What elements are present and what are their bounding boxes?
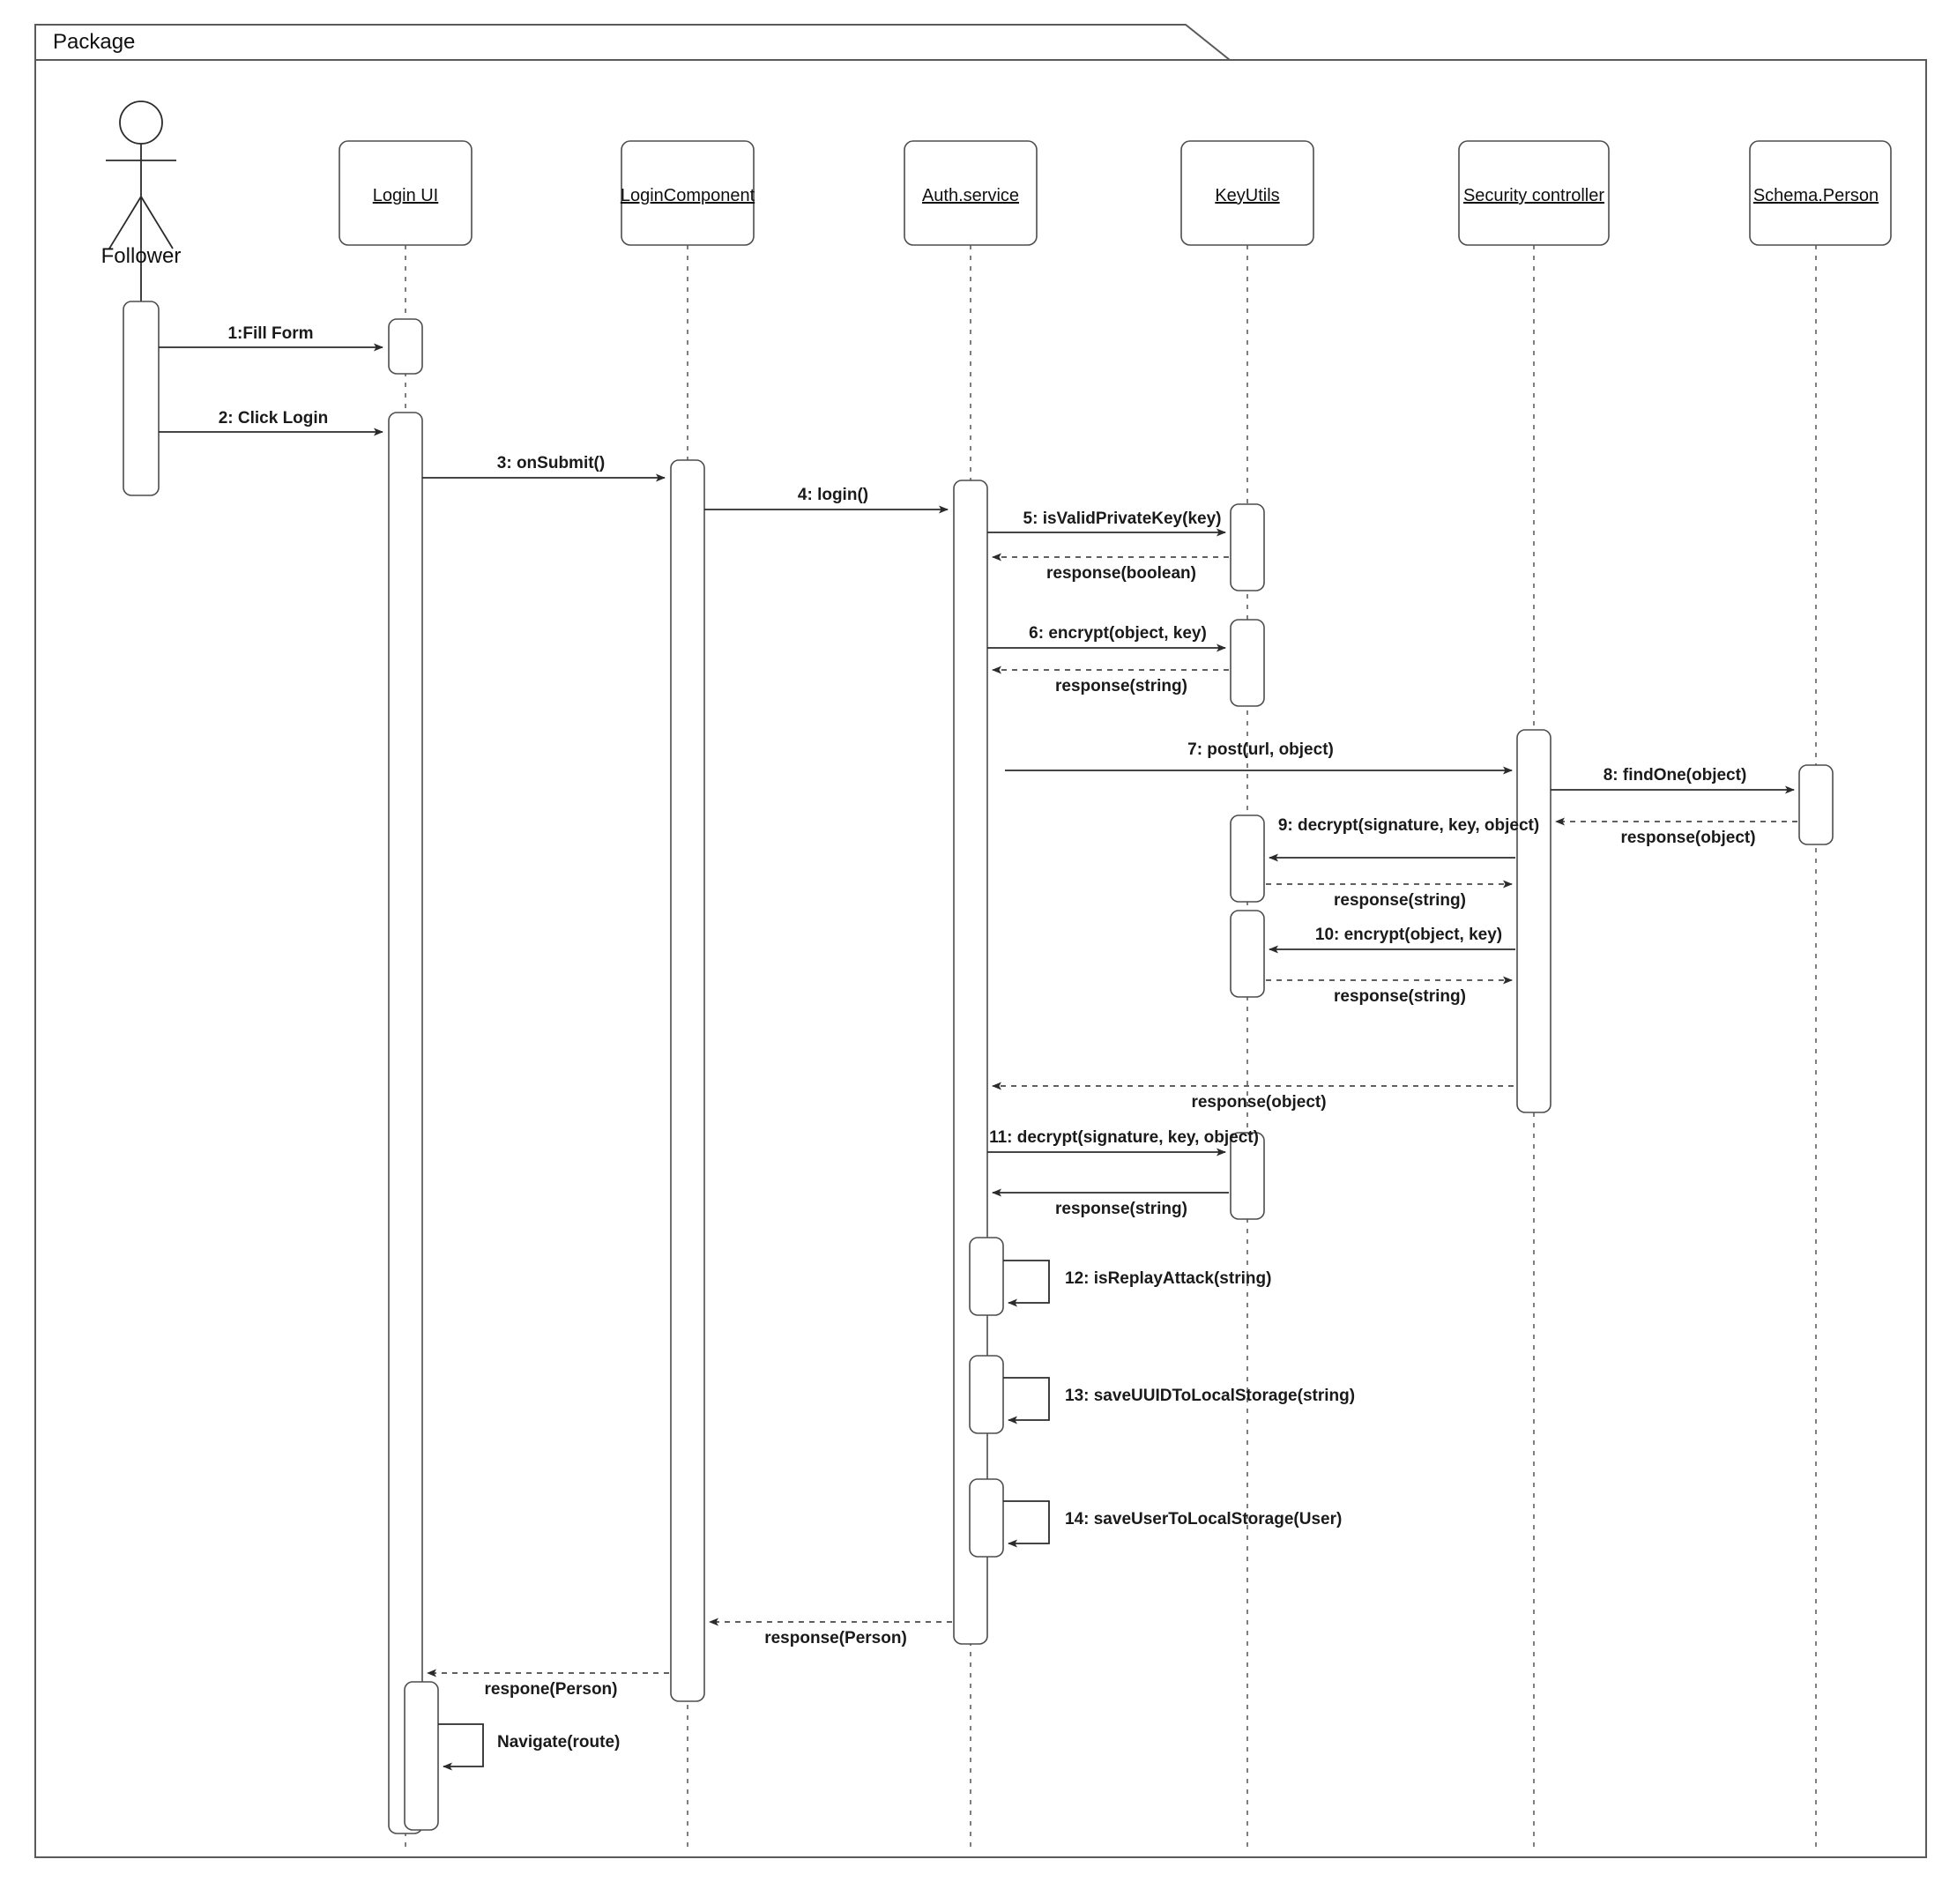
- message-5-isvalidprivatekey: 5: isValidPrivateKey(key): [987, 509, 1226, 537]
- message-7-post: 7: post(url, object): [1005, 740, 1513, 775]
- message-response-object-1: response(object): [1555, 817, 1797, 847]
- message-10-encrypt: 10: encrypt(object, key): [1269, 926, 1515, 954]
- message-label-response-object-2: response(object): [1191, 1093, 1326, 1112]
- message-2-click-login: 2: Click Login: [159, 409, 383, 436]
- activation-schema-person: [1798, 764, 1834, 845]
- activation-login-component: [670, 459, 705, 1702]
- message-6-encrypt: 6: encrypt(object, key): [987, 624, 1226, 652]
- message-label-10: 10: encrypt(object, key): [1315, 926, 1502, 944]
- activation-key-utils-3: [1230, 814, 1265, 903]
- message-label-7: 7: post(url, object): [1187, 740, 1334, 759]
- message-label-response-string-1: response(string): [1055, 677, 1187, 695]
- activation-login-ui-2: [388, 412, 423, 1834]
- lifeline-label-login-ui: Login UI: [373, 186, 439, 205]
- activation-login-ui-navigate: [404, 1681, 439, 1831]
- message-respone-person-2: respone(Person): [427, 1669, 669, 1699]
- message-response-string-4: response(string): [992, 1188, 1229, 1218]
- message-label-13: 13: saveUUIDToLocalStorage(string): [1065, 1387, 1355, 1405]
- message-response-string-2: response(string): [1266, 880, 1513, 910]
- message-label-4: 4: login(): [798, 486, 868, 504]
- message-label-response-string-4: response(string): [1055, 1200, 1187, 1218]
- message-label-14: 14: saveUserToLocalStorage(User): [1065, 1510, 1342, 1528]
- activation-auth-service-self-14: [969, 1478, 1004, 1558]
- activation-security-controller: [1516, 729, 1551, 1113]
- message-label-1: 1:Fill Form: [227, 324, 313, 343]
- lifeline-label-login-component: LoginComponent: [621, 186, 755, 205]
- message-label-response-string-3: response(string): [1334, 987, 1466, 1006]
- message-4-login: 4: login(): [704, 486, 949, 514]
- stick-figure-actor-icon: [106, 100, 176, 249]
- message-label-8: 8: findOne(object): [1604, 766, 1747, 785]
- message-14-saveusertolocalstorage: 14: saveUserToLocalStorage(User): [1003, 1500, 1342, 1548]
- package-frame-label: Package: [53, 30, 135, 54]
- lifeline-label-security-controller: Security controller: [1463, 186, 1604, 205]
- message-response-string-1: response(string): [992, 666, 1229, 695]
- lifeline-schema-person[interactable]: Schema.Person: [1749, 140, 1892, 1847]
- activation-key-utils-4: [1230, 910, 1265, 998]
- activation-follower: [123, 301, 160, 496]
- message-1-fill-form: 1:Fill Form: [159, 324, 383, 352]
- message-11-decrypt: 11: decrypt(signature, key, object): [987, 1128, 1259, 1157]
- message-label-5: 5: isValidPrivateKey(key): [1023, 509, 1222, 528]
- actor-follower[interactable]: [106, 100, 176, 301]
- message-response-string-3: response(string): [1266, 976, 1513, 1006]
- activation-auth-service-self-12: [969, 1237, 1004, 1316]
- lifeline-label-key-utils: KeyUtils: [1215, 186, 1279, 205]
- message-label-response-boolean: response(boolean): [1046, 564, 1196, 583]
- message-label-6: 6: encrypt(object, key): [1029, 624, 1207, 643]
- message-13-saveuuidtolocalstorage: 13: saveUUIDToLocalStorage(string): [1003, 1377, 1355, 1424]
- message-response-boolean: response(boolean): [992, 553, 1229, 583]
- message-label-respone-person-2: respone(Person): [485, 1680, 618, 1699]
- message-label-response-object-1: response(object): [1620, 829, 1755, 847]
- message-response-person-1: response(Person): [709, 1618, 952, 1647]
- activation-auth-service: [953, 480, 988, 1645]
- message-response-object-2: response(object): [992, 1082, 1514, 1112]
- message-navigate-route: Navigate(route): [438, 1723, 620, 1771]
- message-12-isreplayattack: 12: isReplayAttack(string): [1003, 1260, 1271, 1307]
- message-8-findone: 8: findOne(object): [1551, 766, 1795, 794]
- lifeline-label-auth-service: Auth.service: [922, 186, 1019, 205]
- message-label-response-person-1: response(Person): [764, 1629, 907, 1647]
- lifeline-key-utils[interactable]: KeyUtils: [1180, 140, 1314, 1847]
- message-label-11: 11: decrypt(signature, key, object): [989, 1128, 1259, 1147]
- activation-auth-service-self-13: [969, 1355, 1004, 1434]
- lifeline-box-schema-person[interactable]: [1749, 140, 1892, 246]
- message-label-12: 12: isReplayAttack(string): [1065, 1269, 1271, 1288]
- lifeline-label-schema-person: Schema.Person: [1753, 186, 1879, 205]
- activation-key-utils-5: [1230, 1132, 1265, 1220]
- activation-login-ui-1: [388, 318, 423, 375]
- message-3-onsubmit: 3: onSubmit(): [422, 454, 666, 482]
- lifeline-security-controller[interactable]: Security controller: [1458, 140, 1610, 1847]
- activation-key-utils-2: [1230, 619, 1265, 707]
- message-label-3: 3: onSubmit(): [497, 454, 605, 472]
- message-label-response-string-2: response(string): [1334, 891, 1466, 910]
- activation-key-utils-1: [1230, 503, 1265, 591]
- message-label-navigate: Navigate(route): [497, 1733, 620, 1752]
- message-9-decrypt: 9: decrypt(signature, key, object): [1269, 816, 1539, 862]
- message-label-2: 2: Click Login: [219, 409, 329, 428]
- actor-label: Follower: [101, 244, 182, 268]
- message-label-9: 9: decrypt(signature, key, object): [1278, 816, 1539, 835]
